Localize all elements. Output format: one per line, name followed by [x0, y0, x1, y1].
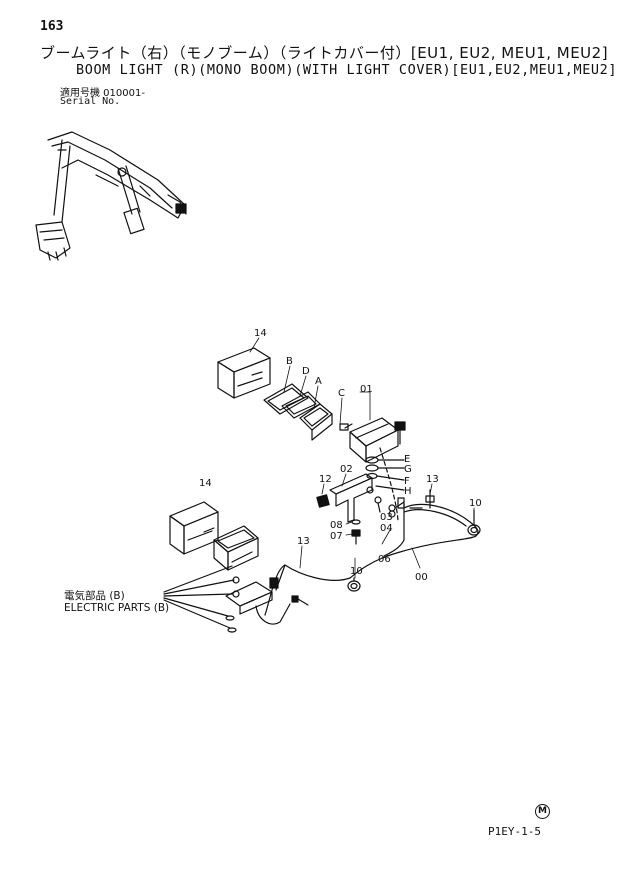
lens-a	[299, 403, 333, 441]
excavator-locator-sketch	[35, 131, 187, 261]
lower-bracket	[225, 576, 309, 633]
callout-10-right: 10	[469, 498, 482, 509]
light-cover-upper	[217, 347, 271, 399]
lower-lamp	[213, 525, 259, 571]
page-number: 163	[40, 19, 64, 34]
callout-d: D	[302, 366, 310, 377]
callout-a: A	[315, 376, 322, 387]
callout-03: 03	[380, 512, 393, 523]
callout-b: B	[286, 356, 293, 367]
revision-mark: M	[535, 804, 550, 819]
callout-06: 06	[378, 554, 391, 565]
callout-leaders	[249, 337, 475, 579]
electric-parts-label-english: ELECTRIC PARTS (B)	[64, 602, 170, 614]
page-title-english: BOOM LIGHT (R)(MONO BOOM)(WITH LIGHT COV…	[76, 62, 618, 78]
callout-00: 00	[415, 572, 428, 583]
callout-04: 04	[380, 523, 393, 534]
bolt-upper	[394, 421, 406, 445]
callout-e: E	[404, 454, 410, 465]
lamp-housing	[339, 417, 399, 463]
callout-labels: 14 B D A C 01 E G F H 12 02 13 10 03 04 …	[199, 328, 482, 583]
callout-14-upper: 14	[254, 328, 267, 339]
callout-h: H	[404, 486, 412, 497]
light-cover-lower	[169, 501, 219, 555]
callout-g: G	[404, 464, 412, 475]
callout-10-middle: 10	[350, 566, 363, 577]
bolt-08-07	[351, 519, 361, 545]
callout-c: C	[338, 388, 345, 399]
serial-label-japanese: 適用号機 010001-	[60, 88, 145, 99]
callout-08: 08	[330, 520, 343, 531]
callout-14-lower: 14	[199, 478, 212, 489]
clamp-middle	[347, 577, 361, 592]
page-code: P1EY-1-5	[488, 825, 541, 838]
electric-parts-label-japanese: 電気部品 (B)	[64, 590, 125, 602]
callout-f: F	[404, 476, 410, 487]
callout-01: 01	[360, 384, 373, 395]
callout-07: 07	[330, 531, 343, 542]
harness-dashed	[379, 447, 399, 521]
electric-parts-leaders	[163, 565, 235, 629]
serial-label-english: Serial No.	[60, 96, 121, 107]
page-title-japanese: ブームライト（右）（モノブーム）（ライトカバー付）[EU1, EU2, MEU1…	[40, 44, 609, 62]
callout-12: 12	[319, 474, 332, 485]
callout-02: 02	[340, 464, 353, 475]
connector-leads	[388, 497, 405, 518]
callout-13-lower: 13	[297, 536, 310, 547]
callout-13-upper: 13	[426, 474, 439, 485]
bracket	[316, 473, 382, 523]
